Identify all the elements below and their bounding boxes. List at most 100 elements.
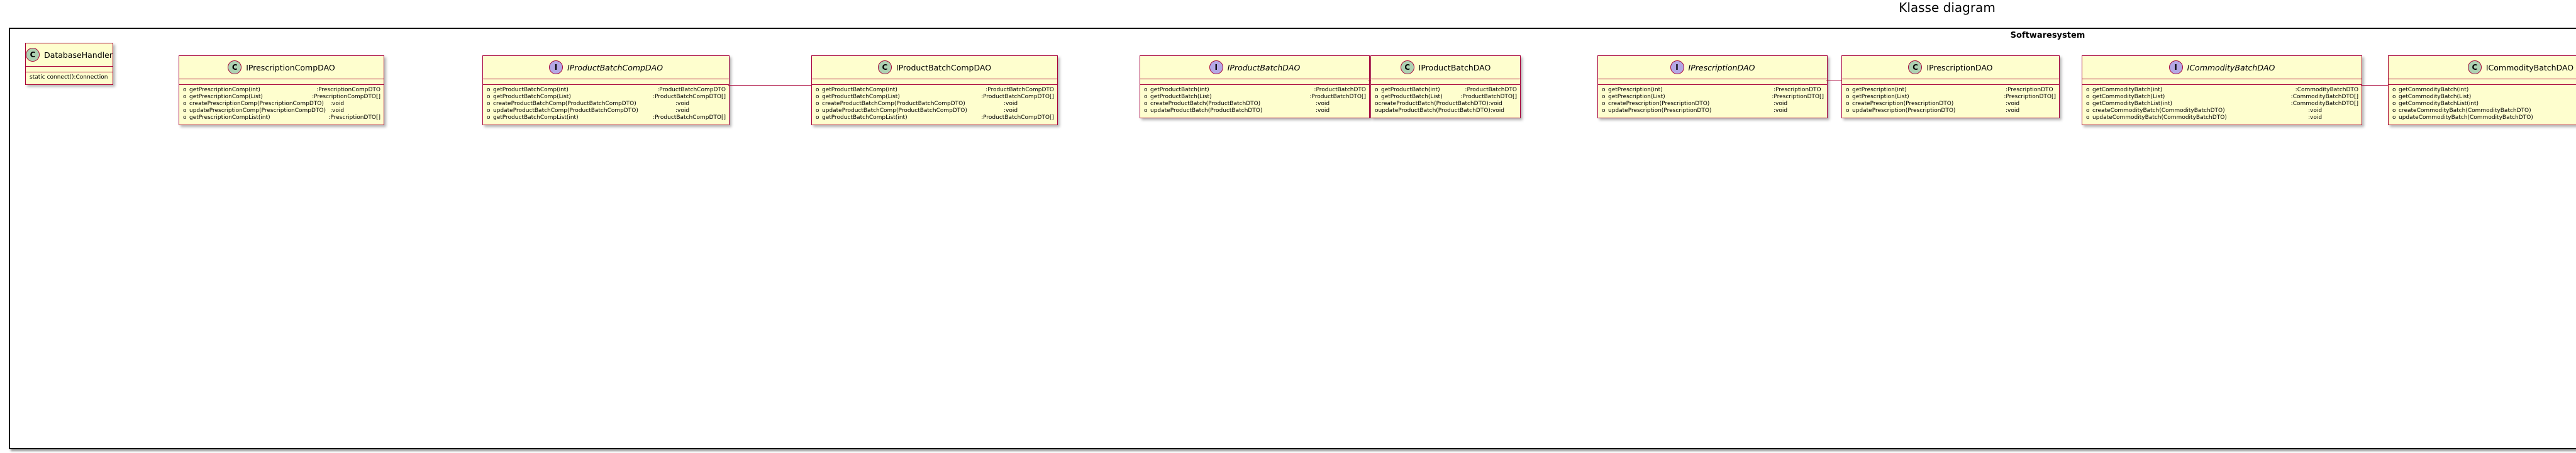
method-visibility-icon: o	[487, 108, 491, 114]
method-signature: getCommodityBatch(List)	[2092, 94, 2165, 100]
method-row: ogetCommodityBatchList(int):CommodityBat…	[2392, 101, 2576, 108]
class-name: IProductBatchDAO	[1227, 62, 1301, 72]
method-signature: getPrescription(List)	[1852, 94, 1909, 100]
method-visibility-icon: o	[487, 101, 491, 107]
method-signature: updatePrescription(PrescriptionDTO)	[1852, 108, 1956, 114]
method-visibility-icon: o	[1602, 87, 1606, 93]
method-visibility-icon: o	[2392, 87, 2396, 93]
fields-compartment	[483, 79, 729, 85]
method-row: ogetCommodityBatch(int):CommodityBatchDT…	[2392, 87, 2576, 94]
method-return-type: :PrescriptionDTO[]	[1772, 94, 1824, 100]
method-return-type: :void	[1316, 108, 1330, 114]
method-signature: createProductBatch(ProductBatchDTO)	[1150, 101, 1261, 107]
method-visibility-icon: o	[816, 94, 819, 100]
method-visibility-icon: o	[183, 94, 187, 100]
method-signature: getPrescriptionCompList(int)	[189, 115, 270, 121]
interface-badge-icon: I	[2168, 60, 2183, 74]
class-badge-icon: C	[228, 60, 242, 74]
method-return-type: :PrescriptionDTO[]	[328, 115, 380, 121]
fields-compartment	[2082, 79, 2362, 85]
method-visibility-icon: o	[1846, 108, 1850, 114]
fields-compartment	[812, 79, 1057, 85]
method-signature: getCommodityBatch(List)	[2399, 94, 2472, 100]
class-name: IProductBatchCompDAO	[567, 62, 663, 72]
method-return-type: :ProductBatchCompDTO[]	[981, 94, 1054, 100]
method-signature: getProductBatchComp(List)	[493, 94, 571, 100]
class-badge-icon: C	[1400, 60, 1414, 74]
method-return-type: :ProductBatchDTO[]	[1460, 94, 1517, 100]
method-visibility-icon: o	[1375, 101, 1379, 107]
method-return-type: :void	[330, 101, 345, 107]
method-return-type: :ProductBatchCompDTO[]	[981, 115, 1054, 121]
method-signature: updateProductBatchComp(ProductBatchCompD…	[822, 108, 967, 114]
method-signature: getPrescriptionComp(int)	[189, 87, 260, 93]
method-visibility-icon: o	[183, 108, 187, 114]
method-signature: createProductBatchComp(ProductBatchCompD…	[493, 101, 636, 107]
method-visibility-icon: o	[2392, 101, 2396, 107]
method-return-type: :ProductBatchDTO[]	[1309, 94, 1366, 100]
method-signature: getProductBatch(List)	[1150, 94, 1212, 100]
method-signature: getProductBatchComp(int)	[822, 87, 897, 93]
method-signature: createProductBatch(ProductBatchDTO)	[1378, 101, 1489, 107]
method-return-type: :void	[2308, 108, 2323, 114]
method-return-type: :CommodityBatchDTO[]	[2290, 101, 2358, 107]
class-name: ICommodityBatchDAO	[2187, 62, 2275, 72]
method-signature: updatePrescriptionComp(PrescriptionCompD…	[189, 108, 326, 114]
method-return-type: :void	[2006, 101, 2020, 107]
class-name: IPrescriptionDAO	[1926, 62, 1993, 72]
interface-badge-icon: I	[1670, 60, 1684, 74]
method-return-type: :ProductBatchDTO	[1465, 87, 1517, 93]
package-softwaresystem: Softwaresystem	[9, 28, 2576, 449]
method-return-type: :void	[1004, 108, 1018, 114]
class-header: I IProductBatchDAO	[1140, 56, 1369, 79]
method-signature: getCommodityBatchList(int)	[2399, 101, 2479, 107]
method-return-type: :PrescriptionDTO	[2006, 87, 2053, 93]
method-visibility-icon: o	[2392, 115, 2396, 121]
realization-connector	[2361, 85, 2388, 86]
methods-compartment: ogetCommodityBatch(int):CommodityBatchDT…	[2389, 85, 2576, 125]
method-return-type: :CommodityBatchDTO	[2295, 87, 2358, 93]
method-return-type: :void	[2308, 115, 2323, 121]
method-signature: getPrescriptionComp(List)	[189, 94, 263, 100]
class-badge-icon: C	[26, 48, 40, 62]
method-return-type: :CommodityBatchDTO[]	[2290, 94, 2358, 100]
fields-compartment	[1371, 79, 1520, 85]
method-return-type: :Connection	[74, 74, 108, 81]
interface-badge-icon: I	[1209, 60, 1223, 74]
fields-compartment	[2389, 79, 2576, 85]
class-header: I ICommodityBatchDAO	[2082, 56, 2362, 79]
method-visibility-icon: o	[2086, 101, 2090, 107]
method-return-type: :void	[1490, 108, 1504, 114]
